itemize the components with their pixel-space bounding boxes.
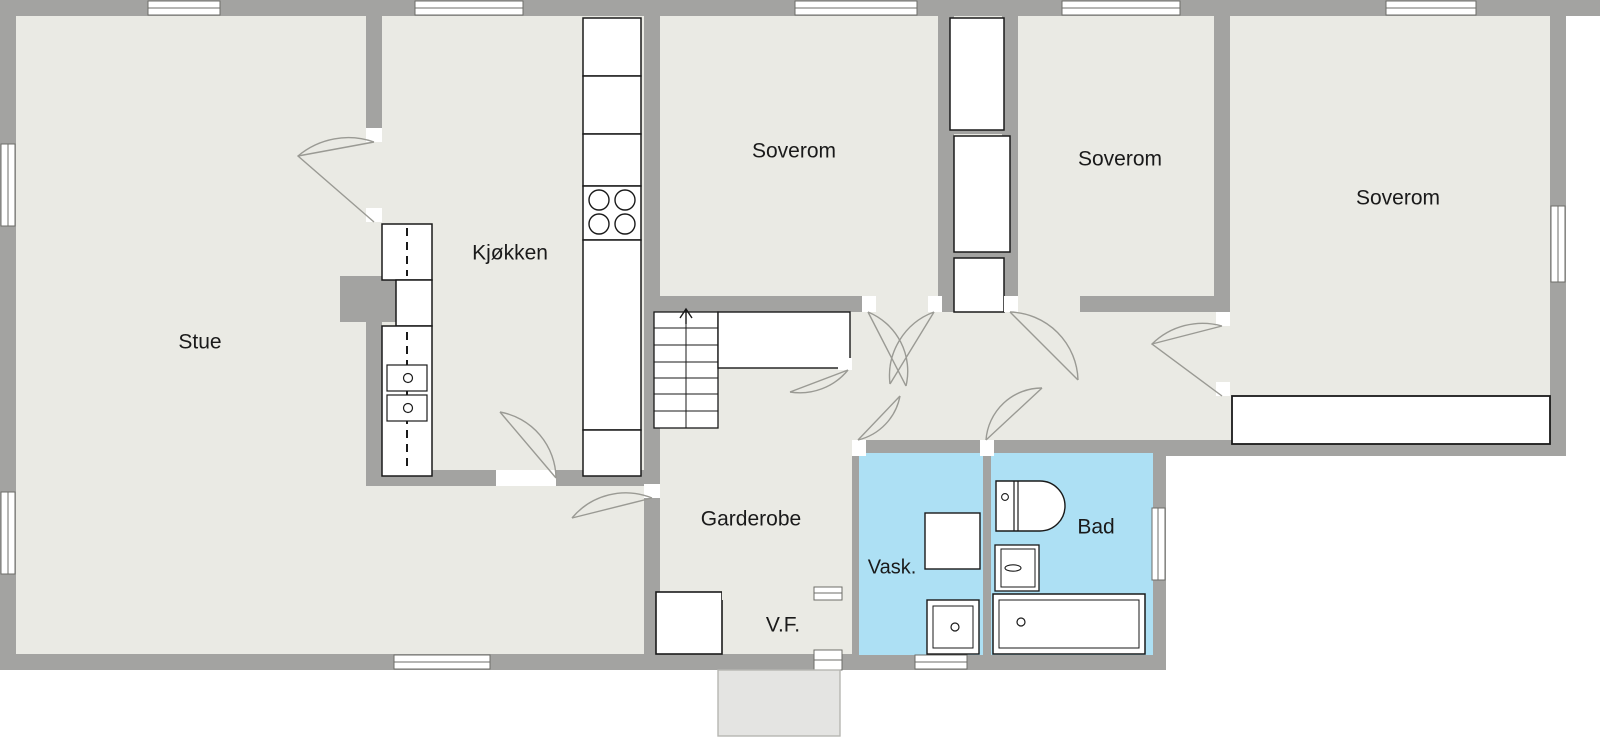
chimney-block [340, 276, 396, 322]
room-label-bad: Bad [1077, 516, 1114, 539]
vf-closet [655, 591, 723, 655]
kitchen-tall-unit-3 [582, 133, 642, 187]
wall-closet-strip-mid2 [938, 250, 1010, 260]
wall-bedroom1-bottom [652, 296, 874, 312]
window-left-2 [0, 491, 16, 575]
entry-porch [717, 669, 841, 737]
toilet-flush-icon [1001, 493, 1009, 501]
stair-up-arrow-icon [679, 307, 693, 324]
room-label-kjokken: Kjøkken [472, 242, 548, 265]
floor-drain-icon [950, 622, 960, 632]
door-stue-kitchen [296, 128, 382, 223]
wall-bedroom2-bedroom3 [1214, 16, 1230, 312]
window-vf-1 [813, 586, 843, 601]
door-bedroom2-left [888, 296, 942, 385]
door-bedroom3 [1150, 312, 1230, 397]
kitchen-sink-drain-1 [402, 372, 414, 384]
doors [296, 128, 1230, 600]
stove-burner-2 [614, 189, 636, 211]
wall-stue-kitchen-lower [366, 288, 382, 484]
floor-fills [14, 14, 1566, 670]
window-top-3 [794, 0, 918, 16]
stair [653, 307, 851, 429]
stove-burner-4 [614, 213, 636, 235]
door-hall-landing [789, 358, 852, 394]
room-label-soverom-1: Soverom [752, 140, 836, 163]
window-bottom-1 [393, 654, 491, 670]
window-right-1 [1550, 205, 1566, 283]
door-stue-garderobe [571, 484, 660, 519]
door-bedroom2 [1004, 296, 1079, 381]
bathtub-drain-icon [1016, 617, 1026, 627]
kitchen-base-cabinet [582, 429, 642, 477]
hall-closet [717, 311, 851, 369]
door-bedroom1 [862, 296, 909, 387]
window-top-2 [414, 0, 524, 16]
kitchen-cabinet-mid [395, 279, 433, 327]
wall-hall-top-right2 [1080, 296, 1230, 312]
room-label-soverom-2: Soverom [1078, 148, 1162, 171]
bedroom1-closet-a [949, 17, 1005, 131]
room-labels: Stue Kjøkken Soverom Soverom Soverom Gar… [178, 140, 1440, 637]
window-bath-right [1151, 507, 1166, 581]
kitchen-sink-drain-2 [402, 402, 414, 414]
room-label-vf: V.F. [766, 614, 800, 637]
window-top-5 [1385, 0, 1477, 16]
exterior-bottom-right [1166, 455, 1566, 670]
bathtub [992, 593, 1146, 655]
wall-kitchen-bedroom1 [644, 16, 660, 296]
kitchen-tall-unit-1 [582, 17, 642, 77]
door-kitchen-garderobe [496, 411, 557, 486]
stove-burner-3 [588, 213, 610, 235]
window-vf-2 [813, 649, 843, 671]
bedroom3-wardrobe [1231, 395, 1551, 445]
room-label-vask: Vask. [868, 556, 917, 578]
window-vask-bottom [914, 654, 968, 670]
wall-bath-top [852, 440, 1166, 456]
window-top-4 [1061, 0, 1181, 16]
wall-vask-bad [980, 440, 994, 670]
faucet-icon [1004, 564, 1022, 572]
entry-fixtures [655, 591, 841, 737]
wall-bath-bottom [852, 654, 1166, 670]
bathroom-fixtures [992, 480, 1146, 655]
room-label-garderobe: Garderobe [701, 508, 801, 531]
kitchen-counter-long [582, 239, 642, 431]
kitchen-fixtures [381, 17, 642, 477]
room-label-soverom-3: Soverom [1356, 187, 1440, 210]
window-top-1 [147, 0, 221, 16]
door-vask [852, 395, 901, 456]
vanity-sink [994, 544, 1040, 592]
windows [0, 0, 1566, 671]
laundry-fixtures [924, 512, 981, 655]
kitchen-tall-unit-2 [582, 75, 642, 135]
bedroom-closet-c [953, 257, 1005, 313]
door-garderobe-vf [722, 586, 732, 600]
bedroom-closet-b [953, 135, 1011, 253]
window-left-1 [0, 143, 16, 227]
door-bad [980, 387, 1043, 456]
toilet [995, 480, 1066, 532]
washer [924, 512, 981, 570]
bedroom-closets [949, 17, 1551, 445]
stove-burner-1 [588, 189, 610, 211]
room-label-stue: Stue [178, 331, 221, 354]
wall-stue-kitchen [366, 16, 382, 142]
